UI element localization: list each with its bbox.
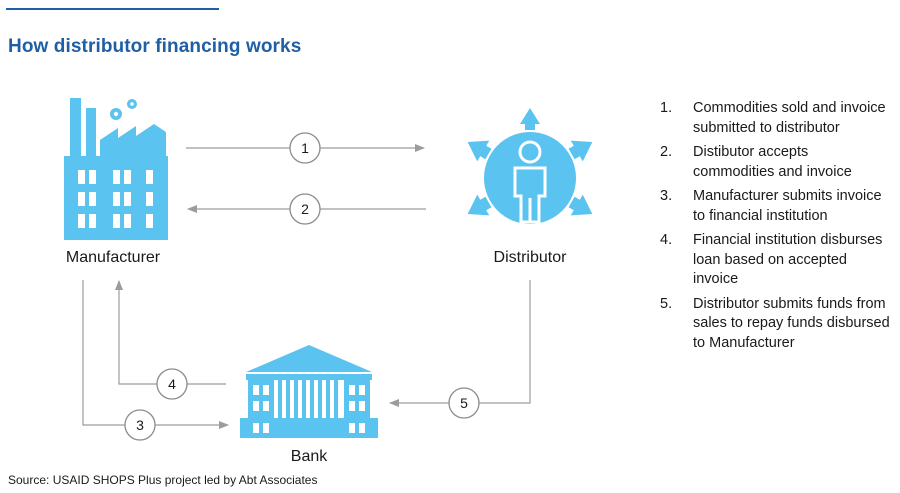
flow-badge-3: 3 (124, 409, 156, 441)
svg-text:4: 4 (168, 376, 176, 392)
svg-text:5: 5 (460, 395, 468, 411)
svg-text:3: 3 (136, 417, 144, 433)
flow-arrow-4 (115, 280, 226, 385)
manufacturer-label: Manufacturer (66, 249, 161, 266)
svg-text:1: 1 (301, 140, 309, 156)
top-rule (6, 8, 219, 10)
step-item: 2.Distibutor accepts commodities and inv… (660, 144, 852, 180)
svg-text:2: 2 (301, 201, 309, 217)
bank-label: Bank (291, 448, 328, 465)
source-note: Source: USAID SHOPS Plus project led by … (8, 473, 318, 487)
flow-arrow-3 (82, 280, 229, 429)
steps-list: 1.Commodities sold and invoice submitted… (660, 99, 892, 358)
factory-icon (64, 98, 168, 240)
step-item: 1.Commodities sold and invoice submitted… (660, 100, 886, 136)
flow-arrow-5 (389, 280, 531, 407)
bank-icon (240, 345, 378, 438)
step-item: 5.Distributor submits funds from sales t… (660, 295, 890, 351)
flow-badge-2: 2 (289, 193, 321, 225)
step-item: 4.Financial institution disburses loan b… (660, 232, 883, 287)
distributor-label: Distributor (494, 249, 568, 266)
person-arrows-icon (467, 108, 593, 224)
page-title: How distributor financing works (8, 36, 302, 57)
flow-badge-1: 1 (289, 132, 321, 164)
step-item: 3.Manufacturer submits invoice to financ… (660, 188, 882, 224)
flow-badge-5: 5 (448, 387, 480, 419)
flow-badge-4: 4 (156, 368, 188, 400)
